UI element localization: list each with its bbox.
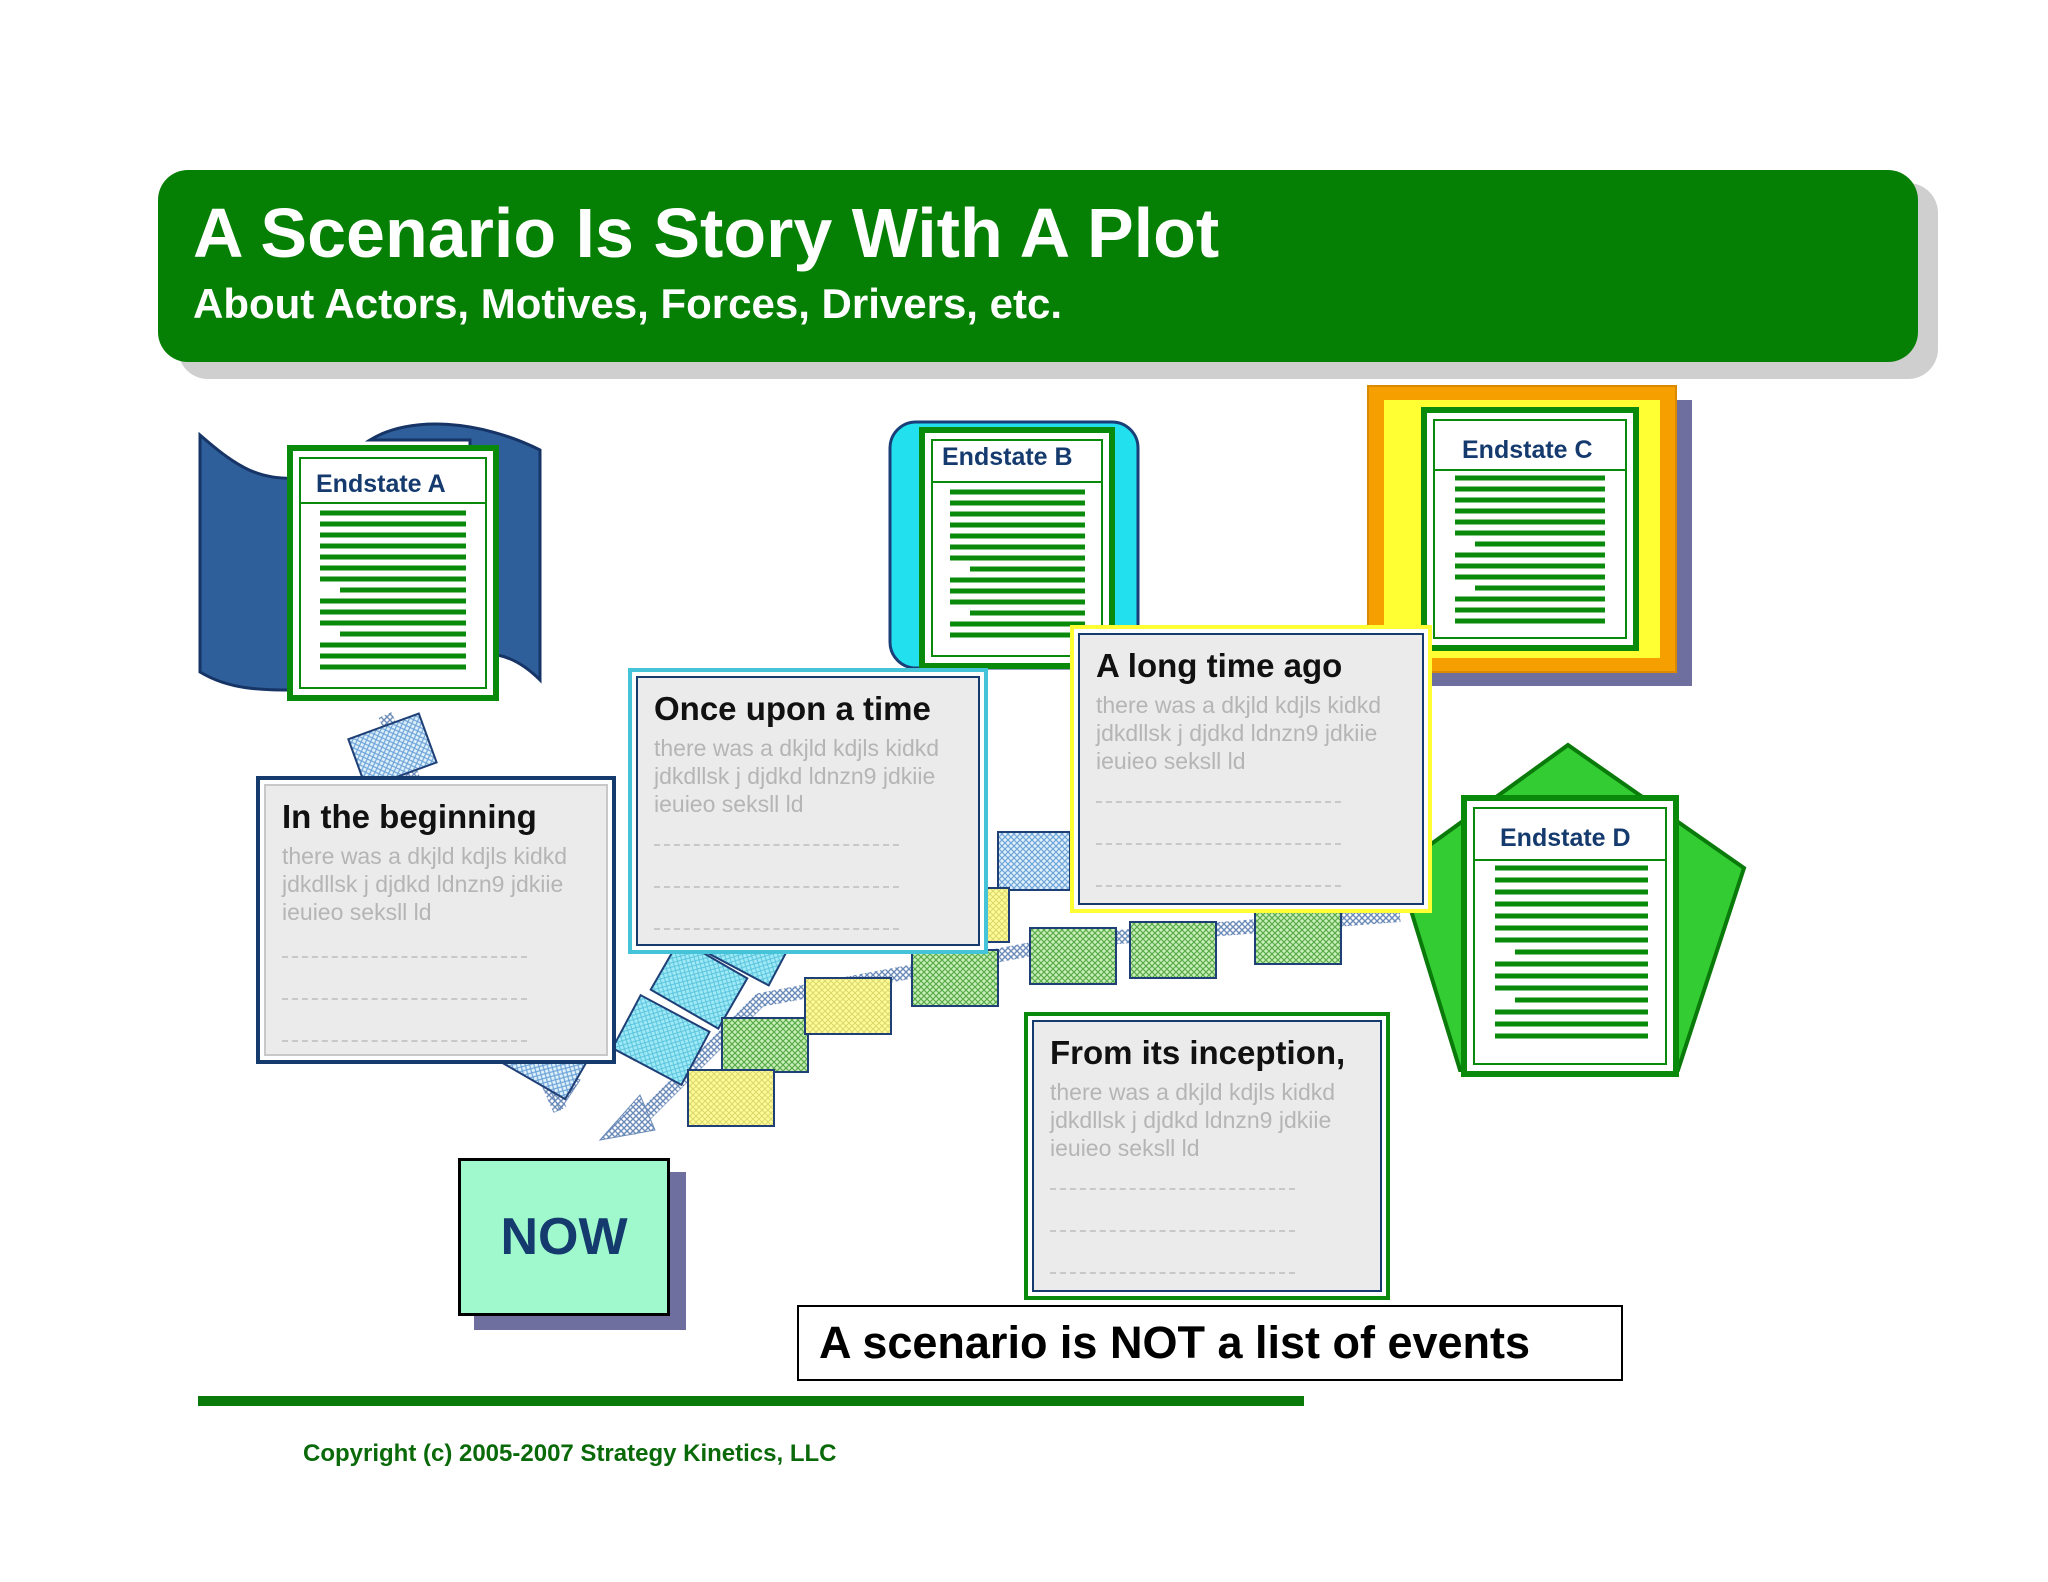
event-box-yellow	[687, 887, 1010, 1127]
story-dashed-line	[282, 956, 527, 958]
story-dashed-line	[654, 928, 899, 930]
endstate-d-label: Endstate D	[1500, 824, 1631, 852]
story-dashed-line	[1050, 1188, 1295, 1190]
story-dashed-line	[1096, 885, 1341, 887]
event-box-green	[721, 907, 1342, 1073]
story-heading: From its inception,	[1050, 1034, 1346, 1071]
endstate-b-label: Endstate B	[942, 443, 1073, 471]
endstate-d-doc	[1461, 795, 1679, 1077]
story-box-long-time: A long time ago there was a dkjld kdjls …	[1070, 625, 1432, 913]
story-dashed-line	[282, 1040, 527, 1042]
story-body: there was a dkjld kdjls kidkd jdkdllsk j…	[1050, 1079, 1336, 1161]
story-dashed-line	[1096, 843, 1341, 845]
endstate-c-doc	[1421, 407, 1639, 651]
story-box-once-upon: Once upon a time there was a dkjld kdjls…	[628, 668, 988, 954]
story-dashed-line	[1096, 801, 1341, 803]
story-body: there was a dkjld kdjls kidkd jdkdllsk j…	[1096, 692, 1382, 774]
story-dashed-line	[282, 998, 527, 1000]
story-dashed-line	[1050, 1272, 1295, 1274]
story-dashed-line	[654, 844, 899, 846]
footer-divider	[198, 1396, 1304, 1406]
endstate-a-label: Endstate A	[316, 470, 446, 498]
page-title: A Scenario Is Story With A Plot	[193, 194, 1220, 272]
header-banner	[158, 170, 1918, 362]
story-heading: In the beginning	[282, 798, 537, 835]
story-box-beginning: In the beginning there was a dkjld kdjls…	[256, 776, 616, 1064]
now-box: NOW	[458, 1158, 670, 1316]
copyright-text: Copyright (c) 2005-2007 Strategy Kinetic…	[303, 1440, 837, 1467]
endstate-a-doc	[287, 445, 499, 701]
story-box-inception: From its inception, there was a dkjld kd…	[1024, 1012, 1390, 1300]
endstate-c-label: Endstate C	[1462, 436, 1593, 464]
story-dashed-line	[654, 886, 899, 888]
callout-box: A scenario is NOT a list of events	[797, 1305, 1623, 1381]
story-body: there was a dkjld kdjls kidkd jdkdllsk j…	[654, 735, 940, 817]
story-body: there was a dkjld kdjls kidkd jdkdllsk j…	[282, 843, 568, 925]
story-heading: Once upon a time	[654, 690, 931, 727]
story-dashed-line	[1050, 1230, 1295, 1232]
story-heading: A long time ago	[1096, 647, 1343, 684]
page-subtitle: About Actors, Motives, Forces, Drivers, …	[193, 280, 1063, 327]
